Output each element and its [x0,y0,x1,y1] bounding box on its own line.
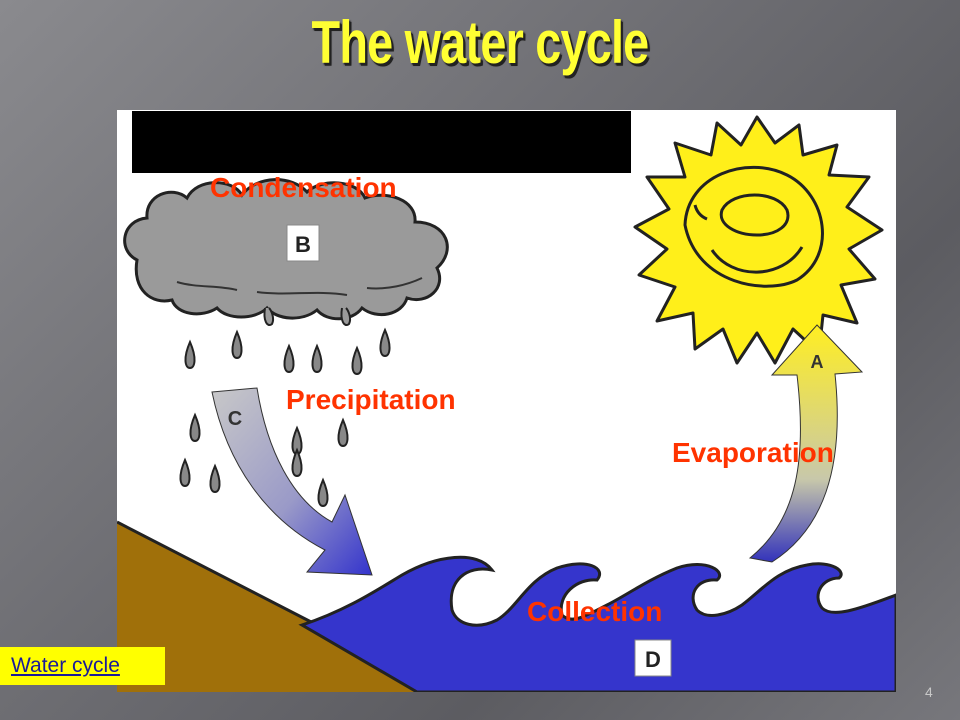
water-cycle-diagram: B C A [117,110,896,692]
label-precipitation: Precipitation [286,384,456,415]
water-cycle-link[interactable]: Water cycle [11,654,120,677]
wave-icon [298,555,896,692]
black-bar [132,111,631,173]
diagram-canvas: B C A [117,111,896,692]
label-collection: Collection [527,596,663,627]
marker-b: B [286,224,320,262]
marker-d: D [634,639,672,677]
slide-number: 4 [925,684,933,700]
raindrop-icon [179,327,391,508]
label-evaporation: Evaporation [672,437,834,468]
sun-icon [633,115,884,365]
cloud-icon [123,178,449,326]
marker-c-text: C [228,408,242,430]
arrow-c-icon: C [211,387,373,576]
water-cycle-link-box[interactable]: Water cycle [0,647,165,685]
marker-b-text: B [295,232,311,257]
label-condensation: Condensation [210,172,397,203]
arrow-a-icon: A [748,324,864,563]
slide-title: The water cycle [311,9,650,76]
marker-d-text: D [645,647,661,672]
marker-a-text: A [811,352,824,372]
